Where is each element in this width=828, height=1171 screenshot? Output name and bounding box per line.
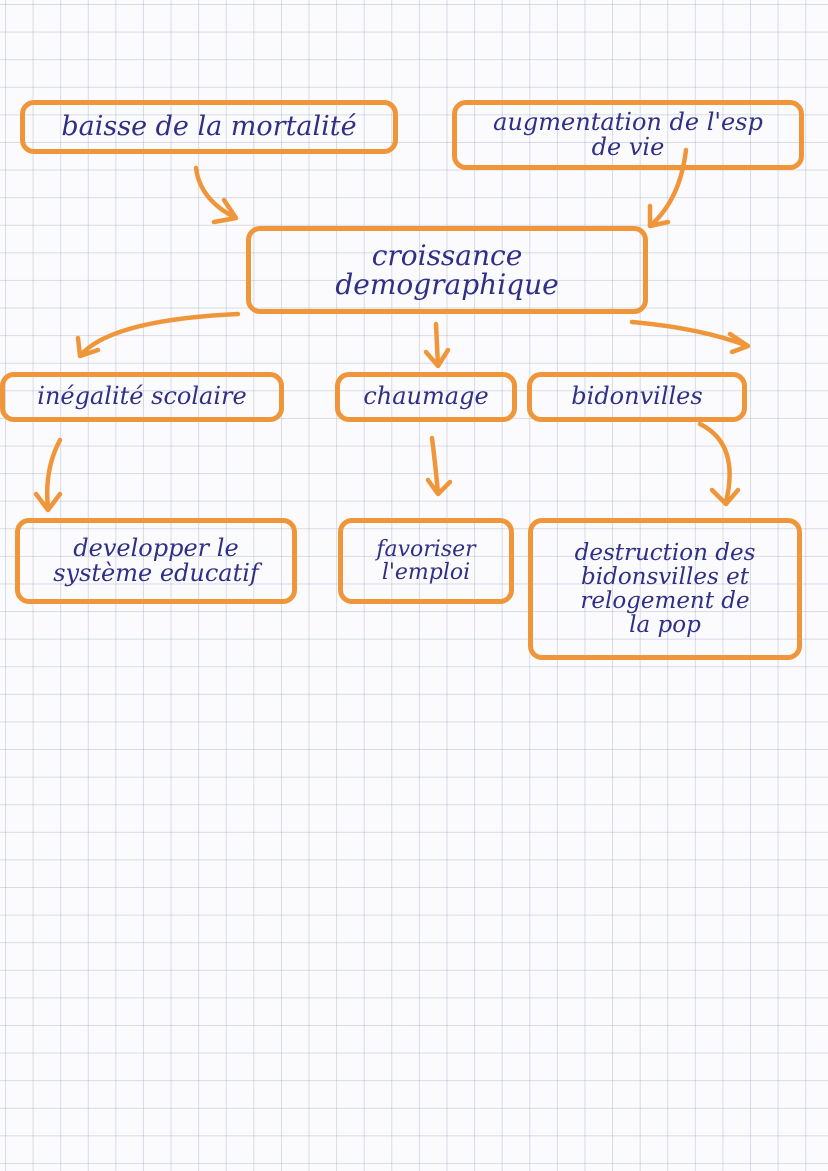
arrow-croissance-to-inegalite [75, 311, 241, 359]
arrow-inegalite-to-developper [33, 437, 63, 513]
node-label: destruction des bidonsvilles et relogeme… [574, 539, 756, 639]
node-chomage: chaumage [335, 372, 517, 422]
node-label: chaumage [363, 382, 489, 411]
arrow-bidonvilles-to-destruction [697, 421, 741, 507]
node-augmentation-esperance-vie: augmentation de l'esp de vie [452, 100, 804, 170]
node-developper-systeme-educatif: developper le système educatif [15, 518, 297, 604]
node-label: croissance demographique [335, 238, 559, 301]
node-favoriser-emploi: favoriser l'emploi [338, 518, 514, 604]
node-label: developper le système educatif [53, 533, 259, 587]
node-bidonvilles: bidonvilles [527, 372, 747, 422]
node-baisse-mortalite: baisse de la mortalité [20, 100, 398, 154]
node-label: baisse de la mortalité [61, 110, 357, 142]
node-label: bidonvilles [571, 382, 703, 411]
arrow-croissance-to-bidonvilles [629, 319, 751, 355]
node-croissance-demographique: croissance demographique [246, 226, 648, 314]
node-label: augmentation de l'esp de vie [493, 107, 763, 161]
arrow-croissance-to-chomage [423, 321, 451, 369]
node-inegalite-scolaire: inégalité scolaire [0, 372, 284, 422]
node-label: inégalité scolaire [37, 382, 247, 411]
node-label: favoriser l'emploi [376, 536, 476, 585]
arrow-baisse-to-croissance [193, 165, 239, 225]
arrow-chomage-to-favoriser [425, 435, 453, 497]
node-destruction-bidonvilles: destruction des bidonsvilles et relogeme… [528, 518, 802, 660]
